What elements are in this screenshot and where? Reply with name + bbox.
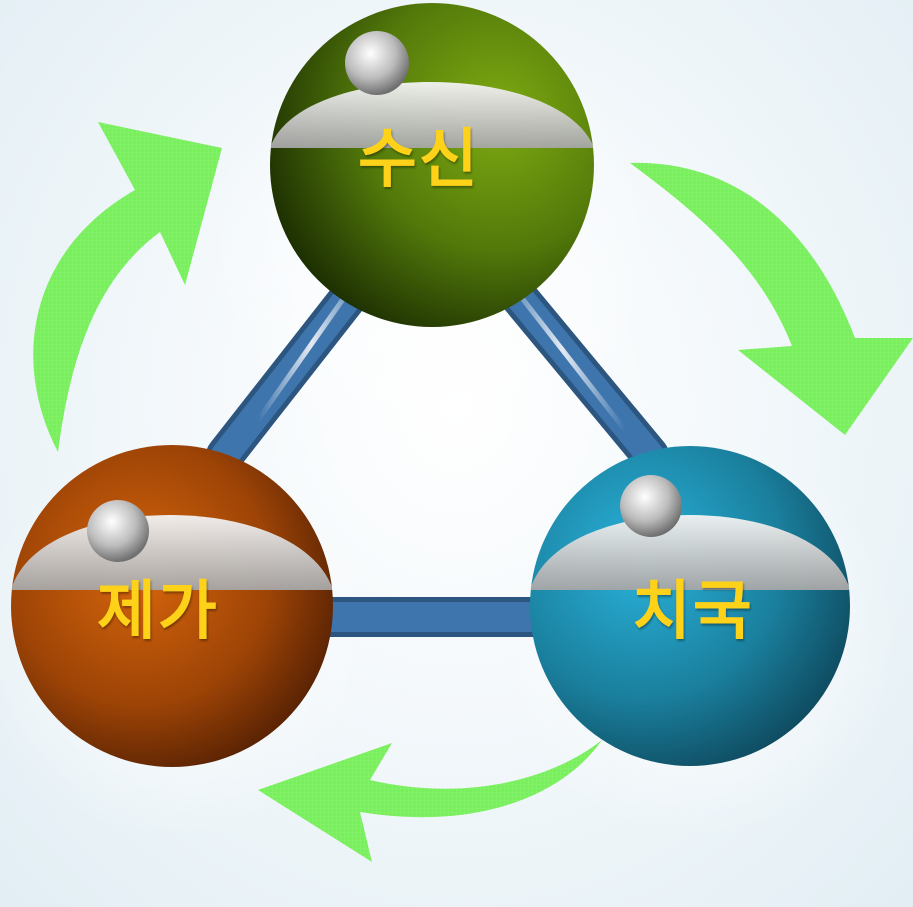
node-right-knob: [620, 475, 682, 537]
node-label-right: 치국: [632, 575, 754, 649]
cycle-arrows: [33, 122, 913, 862]
node-label-top: 수신: [358, 123, 480, 197]
node-top-sphere: [270, 3, 594, 327]
node-left: [11, 445, 333, 767]
cycle-arrow-bottom: [258, 740, 602, 862]
cycle-arrow-right: [630, 162, 913, 435]
node-top: [270, 3, 594, 327]
node-label-left: 제가: [97, 575, 219, 649]
node-left-knob: [87, 500, 149, 562]
node-right: [530, 446, 850, 766]
cycle-arrow-left: [33, 122, 223, 452]
node-top-knob: [345, 31, 409, 95]
